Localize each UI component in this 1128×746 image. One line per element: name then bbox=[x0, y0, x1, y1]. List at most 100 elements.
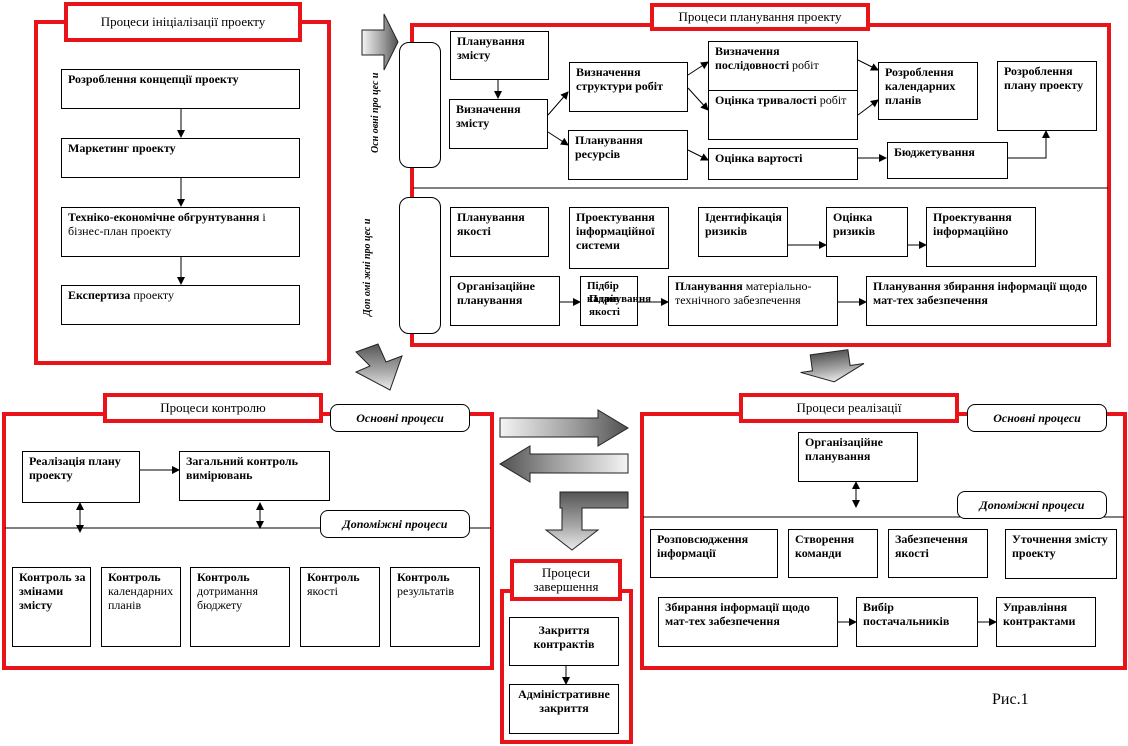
initiation-expertise-box[interactable]: Експертиза проекту bbox=[61, 285, 300, 325]
info-gathering-box[interactable]: Збирання інформації щодо мат-тех забезпе… bbox=[658, 597, 838, 647]
plan-execution-box[interactable]: Реалізація плану проекту bbox=[22, 451, 140, 503]
team-building-box[interactable]: Створення команди bbox=[788, 529, 878, 578]
initiation-marketing-box[interactable]: Маркетинг проекту bbox=[61, 138, 300, 178]
contract-closure-box[interactable]: Закриття контрактів bbox=[509, 617, 619, 666]
cost-estimation-box[interactable]: Оцінка вартості bbox=[708, 148, 858, 180]
box-text-bold: Контроль bbox=[307, 570, 360, 584]
planning-main-label: Осн овні про цес и bbox=[370, 72, 381, 153]
box-text-bold: Оцінка тривалості bbox=[715, 93, 817, 107]
box-text-bold: Маркетинг проекту bbox=[68, 141, 176, 155]
planning-main-processes-pill: Осн овні про цес и bbox=[370, 42, 441, 168]
execution-main-processes-label: Основні процеси bbox=[967, 404, 1107, 432]
box-text: Проектування інформаційно bbox=[933, 210, 1012, 238]
box-text-bold: Контроль за змінами змісту bbox=[19, 570, 86, 612]
box-text: Забезпечення якості bbox=[895, 532, 968, 560]
box-text: проекту bbox=[130, 288, 174, 302]
info-system-design-box[interactable]: Проектування інформаційної системи bbox=[569, 207, 669, 269]
supplier-selection-box[interactable]: Вибір постачальників bbox=[856, 597, 978, 647]
scope-planning-box[interactable]: Планування змісту bbox=[450, 31, 549, 80]
box-text: дотримання бюджету bbox=[197, 583, 258, 612]
box-text-bold: Експертиза bbox=[68, 288, 131, 302]
box-text: Планування якості bbox=[457, 210, 525, 238]
execution-title: Процеси реалізації bbox=[739, 393, 959, 423]
box-text-bold: Техніко-економічне обгрунтування bbox=[68, 210, 260, 224]
planning-title: Процеси планування проекту bbox=[650, 3, 870, 31]
arrow-initiation-to-control bbox=[354, 343, 403, 391]
quality-assurance-box[interactable]: Забезпечення якості bbox=[888, 529, 988, 578]
box-text: Організаційне планування bbox=[805, 435, 883, 463]
box-text: Вибір постачальників bbox=[863, 600, 950, 628]
box-text: Підбір кадрів bbox=[587, 280, 620, 305]
quality-control-box[interactable]: Контроль якості bbox=[300, 567, 380, 647]
box-text: Визначення змісту bbox=[456, 102, 521, 130]
box-text: робіт bbox=[816, 93, 847, 107]
quality-planning-box[interactable]: Планування якості bbox=[450, 207, 549, 257]
budgeting-box[interactable]: Бюджетування bbox=[887, 142, 1008, 179]
info-distribution-box[interactable]: Розповсюдження інформації bbox=[650, 529, 778, 578]
schedule-development-box[interactable]: Розроблення календарних планів bbox=[878, 62, 978, 120]
sequencing-box[interactable]: Визначення послідовності робіт bbox=[708, 41, 858, 91]
contract-management-box[interactable]: Управління контрактами bbox=[996, 597, 1096, 647]
box-text: Бюджетування bbox=[894, 145, 975, 159]
resource-planning-box[interactable]: Планування ресурсів bbox=[568, 130, 688, 180]
box-text-bold: Контроль bbox=[397, 570, 450, 584]
results-control-box[interactable]: Контроль результатів bbox=[390, 567, 480, 647]
closing-title: Процеси завершення bbox=[510, 559, 622, 601]
initiation-feasibility-box[interactable]: Техніко-економічне обгрунтування і бізне… bbox=[61, 207, 300, 257]
risk-identification-box[interactable]: Ідентифікація ризиків bbox=[698, 207, 788, 257]
box-text: Організаційне планування bbox=[457, 279, 535, 307]
risk-assessment-box[interactable]: Оцінка ризиків bbox=[826, 207, 908, 257]
project-plan-box[interactable]: Розроблення плану проекту bbox=[997, 61, 1097, 131]
org-planning-box[interactable]: Організаційне планування bbox=[450, 276, 560, 326]
box-text-bold: Визначення послідовності bbox=[715, 44, 790, 72]
box-text: Адміністративне закриття bbox=[518, 687, 610, 715]
box-text: Визначення структури робіт bbox=[576, 65, 664, 93]
control-title: Процеси контролю bbox=[103, 393, 323, 423]
scope-verification-box[interactable]: Уточнення змісту проекту bbox=[1005, 529, 1117, 579]
box-text: Планування збирання інформації щодо мат-… bbox=[873, 279, 1088, 307]
box-text: Управління контрактами bbox=[1003, 600, 1076, 628]
box-text: якості bbox=[307, 583, 338, 598]
quality-planning-overlap-text: Планування якості bbox=[589, 293, 652, 318]
box-text: Розроблення календарних планів bbox=[885, 65, 956, 107]
box-text: і бізнес-план проекту bbox=[68, 210, 266, 238]
box-text: Планування ресурсів bbox=[575, 133, 643, 161]
admin-closure-box[interactable]: Адміністративне закриття bbox=[509, 684, 619, 734]
box-text: Збирання інформації щодо мат-тех забезпе… bbox=[665, 600, 810, 628]
initiation-concept-box[interactable]: Розроблення концепції проекту bbox=[61, 69, 300, 109]
box-text: Ідентифікація ризиків bbox=[705, 210, 782, 238]
box-text: Розроблення плану проекту bbox=[1004, 64, 1084, 92]
general-control-box[interactable]: Загальний контроль вимірювань bbox=[179, 451, 330, 501]
box-text: Планування змісту bbox=[457, 34, 525, 62]
box-text-bold: Розроблення концепції проекту bbox=[68, 72, 239, 86]
logistics-planning-box[interactable]: Планування матеріально-технічного забезп… bbox=[668, 276, 838, 326]
arrow-initiation-to-planning bbox=[361, 13, 399, 71]
scope-change-control-box[interactable]: Контроль за змінами змісту bbox=[12, 567, 91, 647]
box-text: Загальний контроль вимірювань bbox=[186, 454, 299, 482]
duration-estimation-box[interactable]: Оцінка тривалості робіт bbox=[708, 90, 858, 140]
box-text: календарних планів bbox=[108, 583, 174, 612]
initiation-title: Процеси ініціалізації проекту bbox=[64, 2, 302, 42]
box-text-bold: Контроль bbox=[197, 570, 250, 584]
arrow-control-to-execution bbox=[499, 409, 629, 447]
schedule-control-box[interactable]: Контроль календарних планів bbox=[101, 567, 181, 647]
info-design-box[interactable]: Проектування інформаційно bbox=[926, 207, 1036, 267]
box-text: Розповсюдження інформації bbox=[657, 532, 749, 560]
box-text: Проектування інформаційної системи bbox=[576, 210, 655, 252]
box-text: матеріально-технічного забезпечення bbox=[675, 279, 812, 307]
box-text: результатів bbox=[397, 583, 455, 598]
planning-aux-processes-pill: Доп омі жні про цес и bbox=[362, 197, 441, 334]
box-text-bold: Планування bbox=[675, 279, 743, 293]
box-text: Закриття контрактів bbox=[533, 623, 595, 651]
scope-definition-box[interactable]: Визначення змісту bbox=[449, 99, 548, 149]
arrow-to-closing bbox=[544, 491, 629, 551]
box-text: Реалізація плану проекту bbox=[29, 454, 121, 482]
execution-org-planning-box[interactable]: Організаційне планування bbox=[798, 432, 918, 482]
box-text: Оцінка ризиків bbox=[833, 210, 876, 238]
control-aux-processes-label: Допоміжні процеси bbox=[320, 510, 470, 538]
planning-aux-label: Доп омі жні про цес и bbox=[362, 218, 373, 316]
execution-aux-processes-label: Допоміжні процеси bbox=[957, 491, 1107, 519]
budget-control-box[interactable]: Контроль дотримання бюджету bbox=[190, 567, 290, 647]
info-gathering-planning-box[interactable]: Планування збирання інформації щодо мат-… bbox=[866, 276, 1097, 326]
wbs-box[interactable]: Визначення структури робіт bbox=[569, 62, 688, 112]
